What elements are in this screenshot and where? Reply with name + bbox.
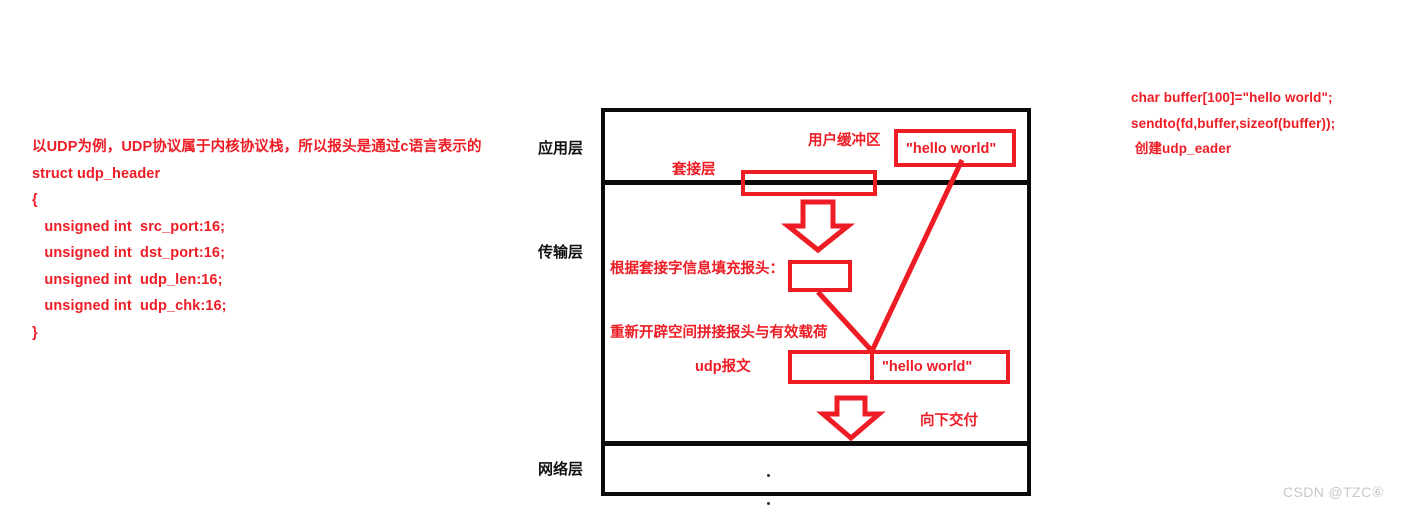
- note-line: sendto(fd,buffer,sizeof(buffer));: [1131, 115, 1336, 131]
- udp-header-struct-note: 以UDP为例，UDP协议属于内核协议栈，所以报头是通过c语言表示的 struct…: [32, 134, 502, 346]
- socket-layer-box: [741, 170, 877, 196]
- reassemble-label: 重新开辟空间拼接报头与有效载荷: [610, 325, 828, 341]
- ellipsis-dot: [767, 502, 770, 505]
- note-line: char buffer[100]="hello world";: [1131, 90, 1333, 105]
- udp-packet-payload-cell: [870, 350, 1010, 384]
- layer-label-transport: 传输层: [537, 244, 583, 261]
- network-layer-box: [601, 442, 1031, 496]
- socket-layer-label: 套接层: [672, 162, 716, 178]
- deliver-down-label: 向下交付: [920, 413, 978, 429]
- note-line: 创建udp_eader: [1131, 141, 1232, 156]
- note-line: unsigned int udp_len:16;: [32, 271, 223, 288]
- note-line: unsigned int src_port:16;: [32, 218, 226, 235]
- ellipsis-dot: [767, 474, 770, 477]
- note-line: 以UDP为例，UDP协议属于内核协议栈，所以报头是通过c语言表示的: [32, 139, 482, 155]
- udp-packet-header-cell: [788, 350, 874, 384]
- note-line: unsigned int udp_chk:16;: [32, 298, 227, 314]
- note-line: struct udp_header: [32, 165, 161, 182]
- sendto-code-note: char buffer[100]="hello world"; sendto(f…: [1131, 85, 1411, 162]
- note-line: {: [32, 192, 38, 208]
- watermark: CSDN @TZC⑥: [1283, 484, 1385, 500]
- layer-label-network: 网络层: [537, 461, 583, 478]
- user-buffer-box: [894, 129, 1016, 167]
- arrow-deliver-down-icon: [816, 395, 886, 442]
- arrow-down-to-header-icon: [780, 199, 856, 254]
- user-buffer-content: "hello world": [906, 141, 997, 157]
- note-line: }: [32, 324, 38, 341]
- note-line: unsigned int dst_port:16;: [32, 245, 226, 261]
- fill-header-label: 根据套接字信息填充报头：: [610, 261, 784, 277]
- layer-label-application: 应用层: [537, 140, 583, 157]
- user-buffer-label: 用户缓冲区: [808, 133, 881, 149]
- udp-packet-payload-text: "hello world": [882, 359, 973, 375]
- udp-packet-label: udp报文: [695, 359, 751, 375]
- udp-header-box: [788, 260, 852, 292]
